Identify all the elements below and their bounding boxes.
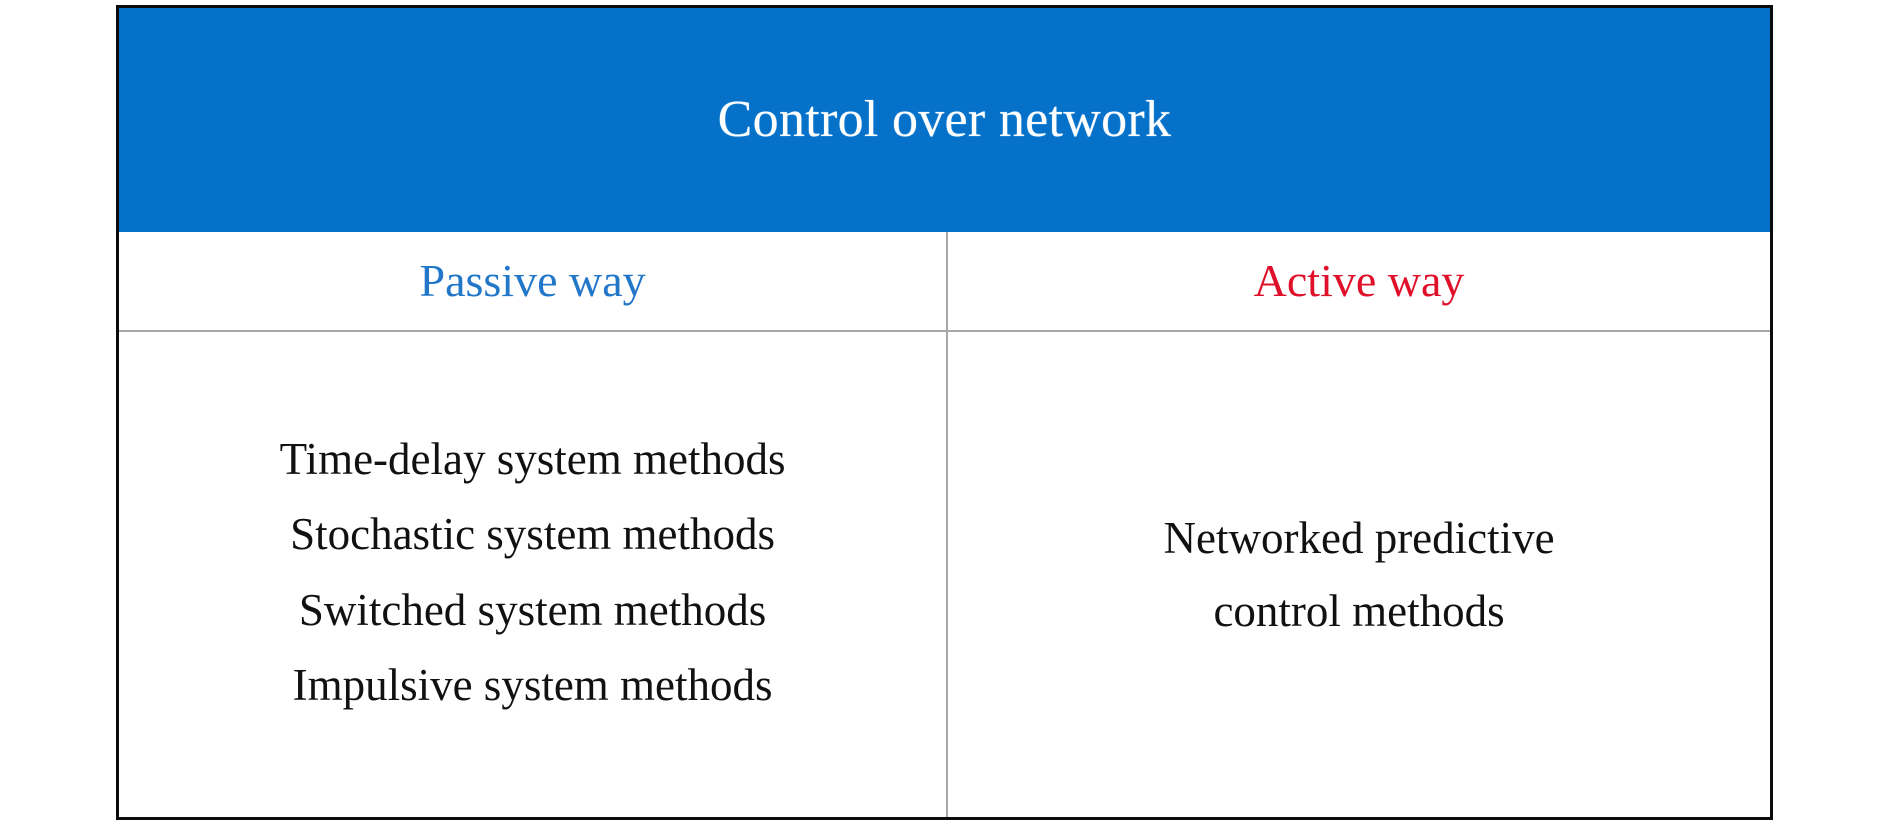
page-title: Control over network (717, 91, 1172, 149)
list-item: Switched system methods (298, 584, 767, 635)
list-item: Stochastic system methods (290, 509, 776, 560)
column-header-row: Passive way Active way (119, 232, 1770, 332)
column-header-cell-active: Active way (946, 232, 1770, 330)
passive-way-cell: Time-delay system methods Stochastic sys… (119, 332, 946, 817)
column-header-active-way: Active way (1253, 255, 1465, 306)
passive-method-list: Time-delay system methods Stochastic sys… (137, 434, 928, 710)
column-header-passive-way: Passive way (419, 255, 646, 306)
list-item: Impulsive system methods (292, 659, 773, 710)
active-method-text: Networked predictive control methods (1164, 502, 1555, 648)
list-item: Time-delay system methods (279, 434, 786, 484)
column-header-cell-passive: Passive way (119, 232, 946, 330)
table-body-row: Time-delay system methods Stochastic sys… (119, 332, 1770, 817)
list-item: control methods (1213, 585, 1505, 636)
list-item: Networked predictive (1163, 512, 1555, 563)
active-way-cell: Networked predictive control methods (946, 332, 1770, 817)
control-over-network-table: Control over network Passive way Active … (116, 5, 1773, 820)
table-title-band: Control over network (119, 8, 1770, 232)
